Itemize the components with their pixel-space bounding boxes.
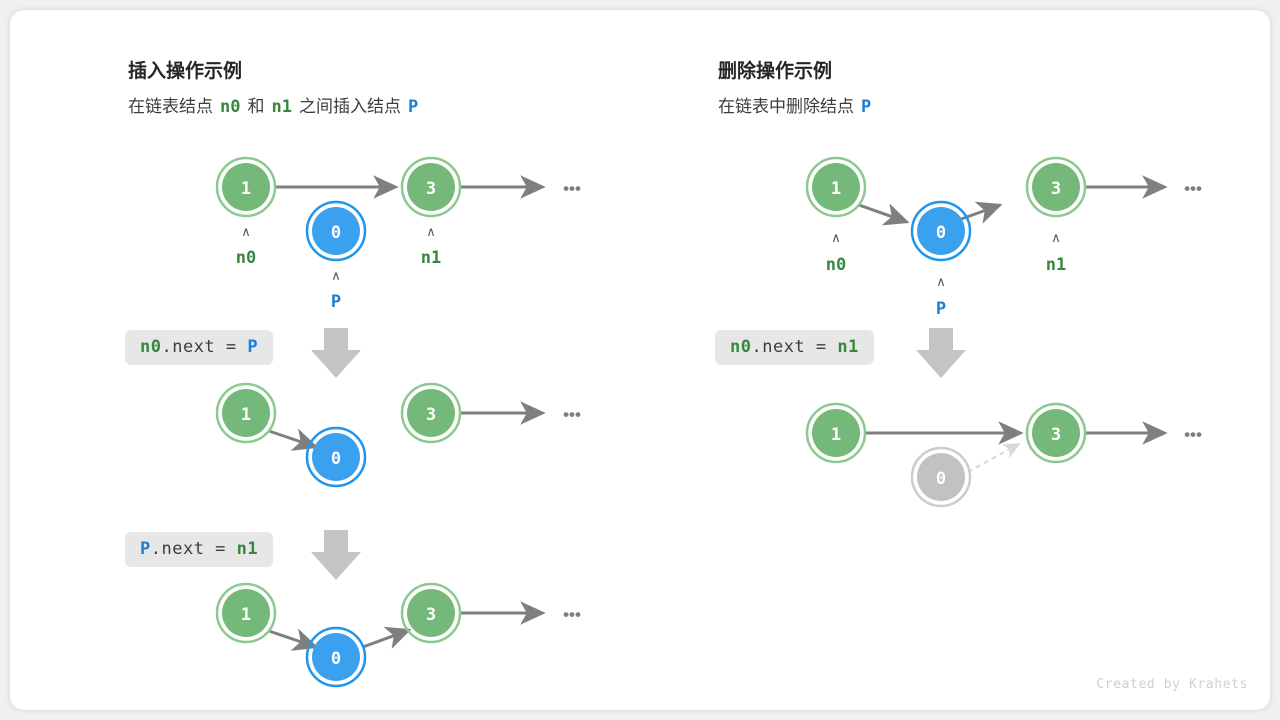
insert-row-after-step1: ••• 1 0 3 bbox=[215, 382, 581, 488]
code-segment: n1 bbox=[236, 539, 259, 559]
step-arrow-1 bbox=[311, 328, 361, 378]
step-arrow-2 bbox=[311, 530, 361, 580]
node-1: 1 bbox=[215, 382, 277, 444]
node-value: 3 bbox=[426, 179, 436, 199]
node-0: 0 bbox=[305, 626, 367, 688]
node-value: 3 bbox=[426, 405, 436, 425]
arrow-1-to-0 bbox=[268, 428, 319, 451]
caret-marker-n0: ∧ bbox=[831, 230, 841, 245]
text-segment: P bbox=[861, 97, 872, 117]
node-1: 1 bbox=[215, 156, 277, 218]
arrow-0-to-3 bbox=[362, 626, 412, 649]
caret-marker-n0: ∧ bbox=[241, 224, 251, 239]
ellipsis: ••• bbox=[563, 405, 581, 424]
node-value: 1 bbox=[241, 605, 251, 625]
node-0: 0 bbox=[305, 426, 367, 488]
code-segment: P bbox=[247, 337, 259, 357]
caret-marker-n1: ∧ bbox=[426, 224, 436, 239]
node-value: 0 bbox=[936, 223, 946, 243]
insert-panel-title: 插入操作示例 bbox=[128, 61, 243, 82]
node-0: 0 bbox=[910, 200, 972, 262]
pointer-label-n0: n0 bbox=[236, 248, 256, 268]
node-3: 3 bbox=[400, 156, 462, 218]
text-segment: n1 bbox=[271, 97, 292, 117]
node-value: 1 bbox=[241, 179, 251, 199]
text-segment: 在链表结点 bbox=[128, 97, 213, 116]
node-value: 0 bbox=[331, 223, 341, 243]
insert-row-initial: ••• 1 ∧ n0 0 ∧ P bbox=[215, 156, 581, 312]
node-1: 1 bbox=[215, 582, 277, 644]
text-segment: n0 bbox=[220, 97, 241, 117]
text-segment: P bbox=[407, 97, 419, 117]
caret-marker-p: ∧ bbox=[936, 274, 946, 289]
delete-diagram-svg: ••• 1 ∧ n0 0 ∧ P 3 bbox=[805, 156, 1202, 508]
step-arrow-1 bbox=[916, 328, 966, 378]
node-value: 3 bbox=[1051, 179, 1061, 199]
node-1: 1 bbox=[805, 156, 867, 218]
text-segment: 在链表中删除结点 bbox=[718, 97, 854, 116]
ellipsis: ••• bbox=[563, 179, 581, 198]
pointer-label-n1: n1 bbox=[1046, 255, 1066, 275]
insert-code-step-2: P.next = n1 bbox=[125, 532, 274, 567]
arrow-removed-dashed bbox=[967, 443, 1021, 473]
pointer-label-p: P bbox=[936, 299, 946, 319]
node-3: 3 bbox=[1025, 402, 1087, 464]
ellipsis: ••• bbox=[1184, 179, 1202, 198]
pointer-label-n1: n1 bbox=[421, 248, 441, 268]
credit-text: Created by Krahets bbox=[1096, 677, 1248, 692]
code-segment: .next = bbox=[751, 337, 838, 357]
insert-diagram-svg: ••• 1 ∧ n0 0 ∧ P bbox=[215, 156, 581, 688]
delete-row-after: ••• 1 0 3 bbox=[805, 402, 1202, 508]
caret-marker-n1: ∧ bbox=[1051, 230, 1061, 245]
node-1: 1 bbox=[805, 402, 867, 464]
delete-row-initial: ••• 1 ∧ n0 0 ∧ P 3 bbox=[805, 156, 1202, 319]
node-value: 1 bbox=[241, 405, 251, 425]
delete-panel-title: 删除操作示例 bbox=[718, 61, 833, 82]
node-3: 3 bbox=[400, 382, 462, 444]
node-value: 3 bbox=[1051, 425, 1061, 445]
delete-panel-subtitle: 在链表中删除结点 P bbox=[718, 92, 871, 117]
node-value: 3 bbox=[426, 605, 436, 625]
insert-row-after-step2: ••• 1 0 3 bbox=[215, 582, 581, 688]
node-value: 0 bbox=[331, 449, 341, 469]
arrow-1-to-0 bbox=[268, 628, 319, 651]
node-0: 0 bbox=[305, 200, 367, 262]
node-value: 0 bbox=[936, 469, 946, 489]
node-0-removed: 0 bbox=[910, 446, 972, 508]
node-3: 3 bbox=[400, 582, 462, 644]
ellipsis: ••• bbox=[1184, 425, 1202, 444]
code-segment: n1 bbox=[837, 337, 859, 357]
node-value: 1 bbox=[831, 179, 841, 199]
code-segment: .next = bbox=[161, 337, 248, 357]
insert-panel-subtitle: 在链表结点 n0 和 n1 之间插入结点 P bbox=[128, 92, 418, 117]
code-segment: .next = bbox=[150, 539, 237, 559]
code-segment: n0 bbox=[730, 337, 752, 357]
text-segment: 之间插入结点 bbox=[298, 97, 401, 116]
pointer-label-n0: n0 bbox=[826, 255, 846, 275]
code-segment: n0 bbox=[140, 337, 162, 357]
delete-code-step-1: n0.next = n1 bbox=[715, 330, 874, 365]
code-segment: P bbox=[140, 539, 151, 559]
pointer-label-p: P bbox=[331, 292, 341, 312]
caret-marker-p: ∧ bbox=[331, 268, 341, 283]
node-value: 0 bbox=[331, 649, 341, 669]
insert-code-step-1: n0.next = P bbox=[125, 330, 274, 365]
text-segment: 和 bbox=[247, 97, 265, 116]
node-value: 1 bbox=[831, 425, 841, 445]
arrow-n0-to-p bbox=[858, 203, 910, 226]
node-3: 3 bbox=[1025, 156, 1087, 218]
ellipsis: ••• bbox=[563, 605, 581, 624]
